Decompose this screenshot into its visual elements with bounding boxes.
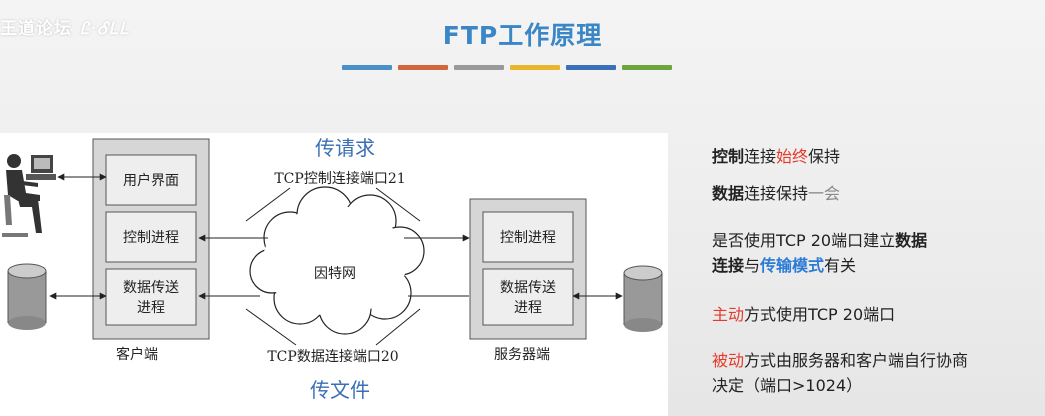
note-line-2: 数据连接保持一会 [712,180,840,204]
color-bar [566,65,616,70]
slide-title: FTP工作原理 [442,21,603,50]
client-ui-label: 用户界面 [123,172,179,189]
client-database-icon [7,263,47,330]
request-note: 传请求 [315,136,375,160]
ftp-diagram: 用户界面 控制进程 数据传送 进程 控制进程 数据传送 进程 客户端 服务器端 … [0,133,668,416]
note-line-4: 连接与传输模式有关 [712,252,856,276]
ftp-diagram-svg: 用户界面 控制进程 数据传送 进程 控制进程 数据传送 进程 客户端 服务器端 … [2,136,663,402]
color-bar [342,65,392,70]
note-4-connection: 连接 [712,256,745,275]
client-data-label-line2: 进程 [137,300,165,316]
watermark-signature-icon: Ꮭ·ᎴᏞᏞ [80,19,131,39]
client-data-box [105,268,197,326]
note-2-keep: 连接保持 [744,184,809,203]
control-connection-label: TCP控制连接端口21 [274,170,405,187]
user-computer-icon [2,154,56,237]
server-control-box [482,211,574,263]
color-bar [398,65,448,70]
control-label-leader-left [245,187,291,222]
note-4-and: 与 [744,256,761,275]
note-line-3: 是否使用TCP 20端口建立数据 [712,227,927,251]
note-6-text: 方式由服务器和客户端自行协商 [744,351,969,370]
file-note: 传文件 [310,378,370,402]
note-4-related: 有关 [824,256,857,275]
data-label-leader-left [245,308,297,346]
note-6-passive: 被动 [712,351,745,370]
note-1-connection: 连接 [744,147,777,166]
note-line-7: 决定（端口>1024） [712,376,863,395]
server-data-label-line2: 进程 [514,300,542,316]
note-3-text: 是否使用TCP 20端口建立 [712,231,896,250]
note-2-while: 一会 [808,184,841,203]
note-4-mode: 传输模式 [760,256,825,275]
client-ui-box [105,154,197,206]
client-data-label-line1: 数据传送 [123,280,179,296]
internet-label: 因特网 [314,266,356,282]
note-5-active: 主动 [712,305,745,324]
color-bar-strip [342,65,672,70]
color-bar [622,65,672,70]
client-label: 客户端 [116,346,158,363]
watermark-text: 王道论坛 [0,19,72,39]
data-label-leader-right [375,308,421,346]
server-database-icon [623,265,663,332]
note-5-text: 方式使用TCP 20端口 [744,305,896,324]
client-control-box [105,211,197,263]
server-control-label: 控制进程 [500,230,556,246]
note-line-1: 控制连接始终保持 [712,143,840,167]
client-control-label: 控制进程 [123,230,179,246]
color-bar [510,65,560,70]
color-bar [454,65,504,70]
note-line-5: 主动方式使用TCP 20端口 [712,301,895,325]
data-connection-label: TCP数据连接端口20 [267,348,398,365]
note-line-6: 被动方式由服务器和客户端自行协商 [712,347,968,371]
server-data-label-line1: 数据传送 [500,280,556,296]
note-1-always: 始终 [776,147,809,166]
note-1-keep: 保持 [808,147,841,166]
note-2-data: 数据 [712,184,745,203]
note-1-control: 控制 [712,147,745,166]
control-label-leader-right [375,187,421,222]
note-3-data: 数据 [895,231,928,250]
watermark: 王道论坛 Ꮭ·ᎴᏞᏞ [0,14,130,39]
server-label: 服务器端 [494,347,550,363]
server-data-box [482,268,574,326]
